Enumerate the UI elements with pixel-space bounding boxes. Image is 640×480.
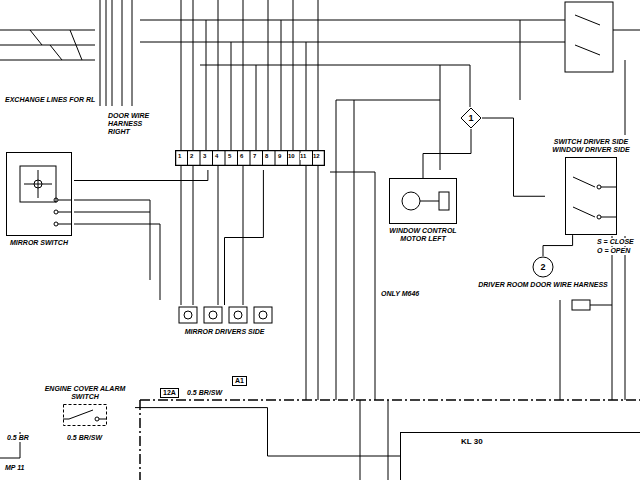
top-wires — [140, 2, 640, 400]
mirror-connectors — [175, 305, 275, 325]
pin-number: 6 — [240, 153, 243, 160]
pin-number: 9 — [278, 153, 281, 160]
wire-connector — [135, 408, 400, 456]
component-name: SWITCH DRIVER SIDE WINDOW DRIVER SIDE — [545, 138, 637, 154]
motor-symbol — [389, 178, 457, 224]
terminal-name: KL 30 — [401, 433, 640, 446]
wire-label: ONLY M646 — [380, 290, 420, 298]
wire-label: 0.5 BR/SW — [186, 389, 223, 397]
mirror-switch-box — [6, 152, 72, 236]
symbol — [565, 157, 617, 235]
component-node: DOOR WIRE HARNESS RIGHT — [108, 112, 330, 170]
wire-connector — [482, 118, 545, 196]
pin-number: 8 — [265, 153, 268, 160]
pin-number: 2 — [190, 153, 193, 160]
pin-number: 7 — [253, 153, 256, 160]
component-node: WINDOW CONTROL MOTOR LEFT — [383, 178, 463, 243]
symbol — [6, 152, 72, 236]
pin-number: 5 — [228, 153, 231, 160]
component-name: MIRROR SWITCH — [4, 239, 74, 247]
wire-label: S = CLOSE — [596, 238, 635, 246]
pin-number: 4 — [215, 153, 218, 160]
component-name: WINDOW CONTROL MOTOR LEFT — [383, 227, 463, 243]
component-name: DRIVER ROOM DOOR WIRE HARNESS — [478, 281, 608, 289]
wire-connector — [543, 235, 573, 256]
wire-connector — [423, 129, 471, 178]
wire-label: 0.5 BR — [6, 434, 30, 442]
symbol — [63, 404, 107, 426]
wire-label: O = OPEN — [596, 247, 631, 255]
wire-connector — [225, 170, 264, 305]
wire-label: EXCHANGE LINES FOR RL — [4, 96, 96, 104]
wire-connector — [74, 170, 208, 181]
symbol — [389, 178, 457, 224]
component-name: MIRROR DRIVERS SIDE — [172, 328, 277, 336]
component-node: 2DRIVER ROOM DOOR WIRE HARNESS — [478, 256, 608, 289]
component-name: ENGINE COVER ALARM SWITCH — [35, 385, 135, 401]
exchange-lines — [0, 0, 132, 106]
component-node: MIRROR DRIVERS SIDE — [172, 305, 277, 336]
component-node: SWITCH DRIVER SIDE WINDOW DRIVER SIDE — [545, 138, 637, 235]
window-switch-box — [565, 157, 617, 235]
ground-lines — [0, 400, 640, 480]
pin-number: 3 — [203, 153, 206, 160]
pin-number: 10 — [288, 153, 295, 160]
component-name: DOOR WIRE HARNESS RIGHT — [108, 112, 163, 136]
junction-number: 1 — [460, 107, 482, 129]
alarm-switch-symbol — [63, 404, 107, 426]
pin-number: 1 — [178, 153, 181, 160]
component-node: 1 — [460, 107, 482, 129]
callout-box: A1 — [232, 376, 247, 386]
component-node: KL 30 — [400, 432, 640, 480]
symbol — [175, 305, 275, 325]
component-node: MIRROR SWITCH — [4, 152, 74, 247]
component-node: ENGINE COVER ALARM SWITCH — [35, 385, 135, 426]
junction-number: 2 — [532, 256, 554, 278]
wire-label: 0.5 BR/SW — [66, 434, 103, 442]
pin-number: 11 — [300, 153, 306, 160]
wire-label: MP 11 — [4, 464, 25, 472]
callout-box: 12A — [160, 388, 179, 398]
pin-number: 12 — [313, 153, 320, 160]
harness-wires — [74, 0, 354, 400]
